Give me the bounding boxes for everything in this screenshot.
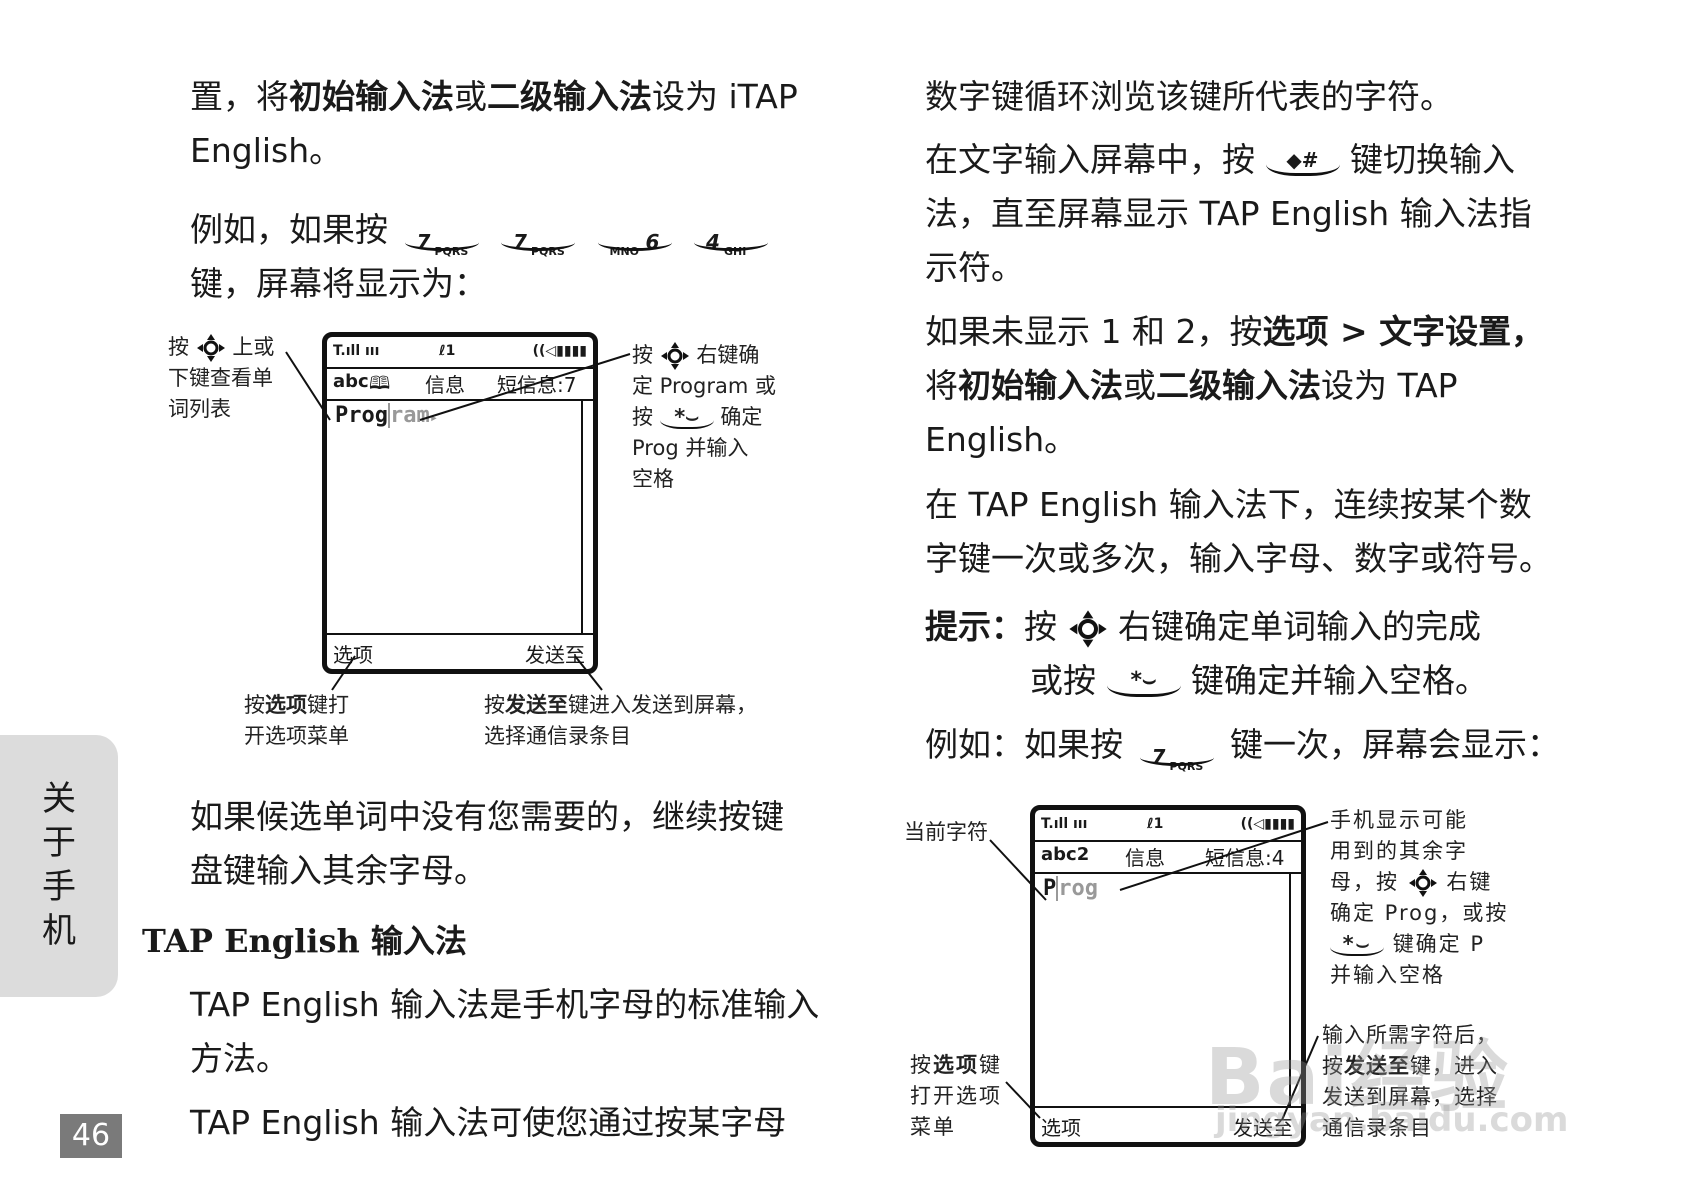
phone-screen-1: T.ıll ııı ℓ1 ((◁▮▮▮▮ abc 🕮 信息 短信息:7 Prog… bbox=[322, 332, 598, 674]
callout-options-2: 按选项键 打开选项 菜单 bbox=[910, 1053, 1002, 1139]
callout-nav-updown: 按 上或 下键查看单 词列表 bbox=[168, 334, 275, 421]
right-p4-line1: 在 TAP English 输入法下，连续按某个数 bbox=[925, 485, 1532, 524]
word-entry: Program▸ bbox=[335, 403, 439, 428]
tip-line2: 或按 *⌣ 键确定并输入空格。 bbox=[1030, 661, 1488, 700]
battery-icon: ((◁▮▮▮▮ bbox=[1240, 816, 1295, 832]
left-line1: 置，将初始输入法或二级输入法设为 iTAP bbox=[190, 77, 798, 116]
watermark-url: jingyan.baidu.com bbox=[1215, 1100, 1569, 1140]
nav-key-icon bbox=[1408, 869, 1437, 897]
softkey-send[interactable]: 发送至 bbox=[525, 643, 585, 667]
para-tap-1: TAP English 输入法是手机字母的标准输入 bbox=[190, 985, 820, 1024]
right-p1: 数字键循环浏览该键所代表的字符。 bbox=[925, 77, 1453, 116]
scrollbar bbox=[581, 401, 589, 633]
phone-screen-2: T.ıll ııı ℓ1 ((◁▮▮▮▮ abc2 信息 短信息:4 Prog … bbox=[1030, 805, 1306, 1147]
soft-key-bar: 选项 发送至 bbox=[327, 633, 593, 669]
word-entry: Prog bbox=[1043, 876, 1098, 901]
callout-options: 按选项键打 开选项菜单 bbox=[244, 693, 349, 748]
right-p2-line1: 在文字输入屏幕中，按 ◆# 键切换输入 bbox=[925, 140, 1515, 179]
tab-info: 信息 bbox=[425, 373, 465, 397]
nav-key-icon bbox=[196, 334, 225, 362]
mode-indicator: abc2 bbox=[1041, 844, 1090, 865]
scrollbar bbox=[1289, 874, 1297, 1106]
callout-right-key: 按 右键确 定 Program 或 按 *⌣ 确定 Prog 并输入 空格 bbox=[632, 342, 776, 491]
callout-right-phone2: 手机显示可能 用到的其余字 母，按 右键 确定 Prog，或按 *⌣ 键确定 P… bbox=[1330, 808, 1509, 987]
tab-bar: abc 🕮 信息 短信息:7 bbox=[327, 367, 593, 401]
para-tap-3: TAP English 输入法可使您通过按某字母 bbox=[190, 1103, 787, 1142]
right-p2-line2: 法，直至屏幕显示 TAP English 输入法指 bbox=[925, 194, 1532, 233]
right-p2-line3: 示符。 bbox=[925, 248, 1024, 287]
line-icon: ℓ1 bbox=[439, 343, 456, 359]
para-continue-1: 如果候选单词中没有您需要的，继续按键 bbox=[190, 797, 784, 836]
page-number: 46 bbox=[60, 1114, 122, 1158]
mode-indicator: abc bbox=[333, 371, 369, 392]
left-line2: English。 bbox=[190, 131, 343, 170]
para-continue-2: 盘键输入其余字母。 bbox=[190, 851, 487, 890]
callout-current-char: 当前字符 bbox=[904, 820, 988, 844]
nav-key-icon bbox=[1068, 609, 1107, 648]
tab-sms: 短信息:7 bbox=[497, 373, 577, 397]
star-key-icon: *⌣ bbox=[1106, 668, 1181, 697]
right-p4-line2: 字键一次或多次，输入字母、数字或符号。 bbox=[925, 539, 1552, 578]
para-tap-2: 方法。 bbox=[190, 1039, 289, 1078]
star-key-icon: *⌣ bbox=[659, 407, 714, 429]
battery-icon: ((◁▮▮▮▮ bbox=[532, 343, 587, 359]
line-icon: ℓ1 bbox=[1147, 816, 1164, 832]
star-key-icon: *⌣ bbox=[1330, 934, 1384, 956]
tip-line1: 提示：按 右键确定单词输入的完成 bbox=[925, 600, 1481, 654]
nav-key-icon bbox=[660, 342, 689, 370]
right-p3-line1: 如果未显示 1 和 2，按选项 > 文字设置， bbox=[925, 312, 1545, 351]
signal-icon: T.ıll ııı bbox=[333, 343, 380, 359]
callout-send-2: 输入所需字符后， 按发送至键，进入 发送到屏幕，选择 通信录条目 bbox=[1322, 1023, 1498, 1140]
signal-icon: T.ıll ııı bbox=[1041, 816, 1088, 832]
left-line4: 键，屏幕将显示为： bbox=[190, 264, 487, 303]
right-p3-line2: 将初始输入法或二级输入法设为 TAP bbox=[925, 366, 1458, 405]
callout-send: 按发送至键进入发送到屏幕， 选择通信录条目 bbox=[484, 693, 757, 748]
softkey-options[interactable]: 选项 bbox=[1041, 1116, 1081, 1140]
section-side-tab: 关 于 手 机 bbox=[0, 735, 118, 997]
status-bar: T.ıll ııı ℓ1 ((◁▮▮▮▮ bbox=[327, 337, 593, 369]
tab-info: 信息 bbox=[1125, 846, 1165, 870]
shift-key-icon: ◆# bbox=[1265, 147, 1340, 176]
book-icon: 🕮 bbox=[369, 373, 391, 394]
softkey-options[interactable]: 选项 bbox=[333, 643, 373, 667]
status-bar: T.ıll ııı ℓ1 ((◁▮▮▮▮ bbox=[1035, 810, 1301, 842]
right-p3-line3: English。 bbox=[925, 420, 1078, 459]
watermark-logo: Bai经验 bbox=[1205, 1033, 1510, 1123]
section-heading: TAP English 输入法 bbox=[142, 922, 467, 960]
